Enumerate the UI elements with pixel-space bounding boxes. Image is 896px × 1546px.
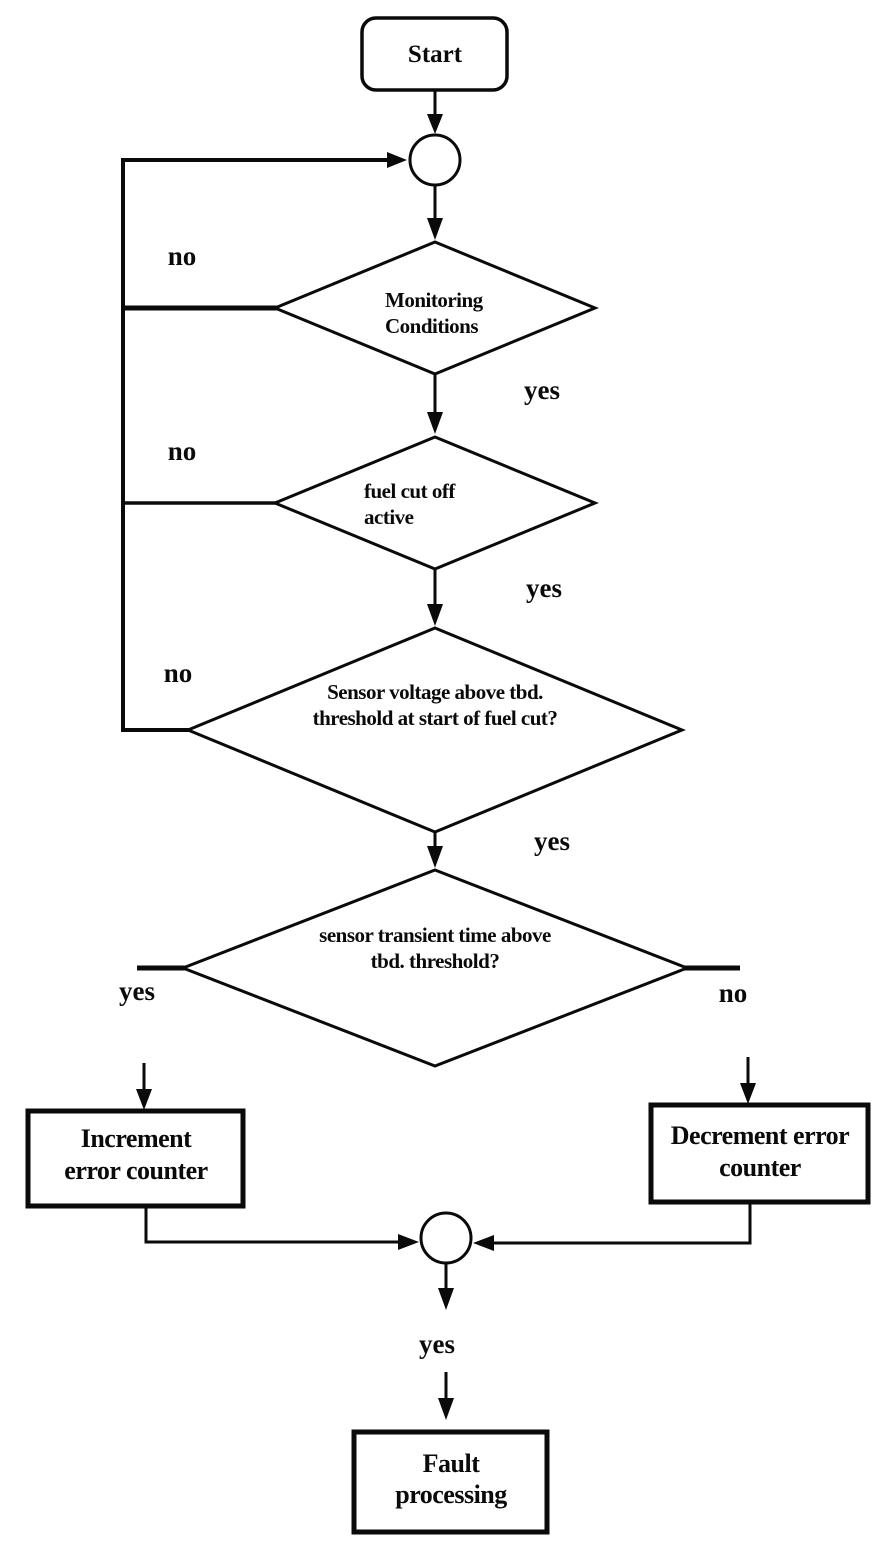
decision-sensor-transient-line2: tbd. threshold? bbox=[371, 949, 500, 973]
yes-label-sensor-voltage: yes bbox=[534, 826, 570, 856]
merge-connector-1 bbox=[408, 133, 462, 187]
no-label-fuel-cut-off: no bbox=[168, 436, 197, 466]
decision-sensor-transient-line1: sensor transient time above bbox=[319, 923, 551, 947]
arrowhead-decision2-to-decision3 bbox=[427, 604, 443, 626]
arrowhead-no-to-decrement bbox=[740, 1083, 756, 1104]
arrowhead-start-to-merge1 bbox=[427, 114, 443, 134]
arrowhead-increment-to-merge2 bbox=[398, 1234, 419, 1250]
no-label-sensor-voltage: no bbox=[164, 658, 193, 688]
arrowhead-yes-to-increment bbox=[136, 1089, 152, 1110]
no-label-sensor-transient: no bbox=[719, 978, 748, 1008]
process-decrement-error-counter bbox=[648, 1102, 871, 1205]
arrowhead-decision1-to-decision2 bbox=[427, 412, 443, 434]
increment-label-line2: error counter bbox=[64, 1156, 207, 1185]
decrement-label-line2: counter bbox=[719, 1153, 801, 1182]
decision-sensor-voltage-line2: threshold at start of fuel cut? bbox=[313, 706, 558, 730]
decision-sensor-voltage bbox=[184, 626, 686, 834]
no-label-monitoring-conditions: no bbox=[168, 241, 197, 271]
yes-label-sensor-transient: yes bbox=[119, 976, 155, 1006]
start-node bbox=[360, 16, 509, 92]
yes-label-monitoring-conditions: yes bbox=[524, 375, 560, 405]
process-fault-processing bbox=[351, 1429, 550, 1535]
increment-label-line1: Increment bbox=[81, 1124, 192, 1153]
arrowhead-return-into-merge1 bbox=[387, 152, 407, 168]
start-label: Start bbox=[408, 41, 463, 68]
yes-label-fuel-cut-off: yes bbox=[526, 573, 562, 603]
decrement-label-line1: Decrement error bbox=[671, 1121, 849, 1150]
fault-label-line1: Fault bbox=[423, 1449, 481, 1478]
decision-sensor-voltage-line1: Sensor voltage above tbd. bbox=[327, 680, 543, 704]
decision-fuel-cut-off-line2: active bbox=[364, 505, 414, 529]
arrowhead-decrement-to-merge2 bbox=[473, 1235, 494, 1251]
arrowhead-yes-to-fault bbox=[438, 1398, 454, 1420]
arrowhead-merge2-down bbox=[438, 1288, 454, 1310]
merge-connector-2 bbox=[419, 1211, 473, 1265]
edge-decrement-to-merge2 bbox=[493, 1202, 752, 1245]
decision-monitoring-conditions-line2: Conditions bbox=[385, 314, 478, 338]
arrowhead-merge1-to-decision1 bbox=[427, 218, 443, 240]
decision-monitoring-conditions bbox=[271, 240, 599, 376]
decision-monitoring-conditions-line1: Monitoring bbox=[385, 288, 484, 312]
fault-label-line2: processing bbox=[395, 1480, 507, 1509]
decision-fuel-cut-off-line1: fuel cut off bbox=[364, 479, 456, 503]
decision-sensor-transient-time bbox=[178, 868, 692, 1068]
arrowhead-decision3-to-decision4 bbox=[427, 846, 443, 868]
edge-increment-to-merge2 bbox=[144, 1206, 399, 1244]
yes-label-merge: yes bbox=[419, 1329, 455, 1359]
decision-fuel-cut-off-active bbox=[271, 435, 599, 571]
process-increment-error-counter bbox=[25, 1108, 246, 1209]
